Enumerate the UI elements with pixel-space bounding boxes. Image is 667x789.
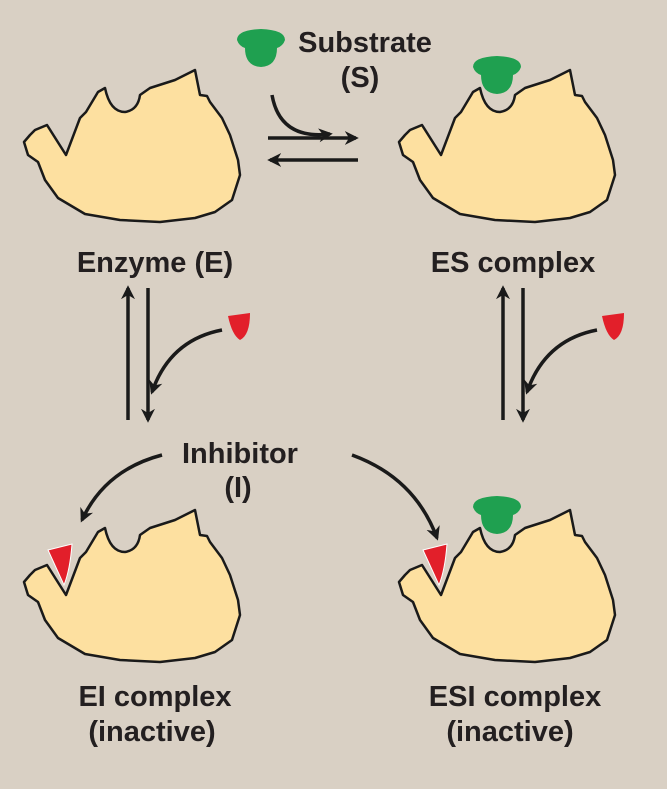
enzyme-label: Enzyme (E) (77, 247, 233, 279)
inhibitor-to-esi-arrow (351, 453, 440, 541)
bound-inhibitor (47, 543, 73, 587)
substrate-label: Substrate (298, 27, 432, 59)
substrate-symbol: (S) (341, 62, 380, 94)
free-inhibitor-left (228, 313, 250, 340)
inhibitor-arrow-right (524, 328, 598, 395)
inhibitor-arrow-left (149, 328, 223, 395)
ei-complex-label: EI complex (78, 681, 231, 713)
free-inhibitor-right (602, 313, 624, 340)
equilibrium-arrows (80, 94, 598, 541)
ei-complex-shape (22, 508, 242, 664)
inhibitor-symbol: (I) (224, 472, 251, 504)
ei-state-label: (inactive) (88, 716, 215, 748)
bound-inhibitor (422, 543, 448, 587)
substrate-binding-arrow (270, 94, 333, 143)
esi-complex-shape (397, 496, 617, 664)
es-complex-label: ES complex (431, 247, 595, 279)
esi-state-label: (inactive) (446, 716, 573, 748)
inhibitor-to-ei-arrow (80, 453, 163, 523)
esi-complex-label: ESI complex (429, 681, 601, 713)
inhibitor-label: Inhibitor (182, 438, 298, 470)
